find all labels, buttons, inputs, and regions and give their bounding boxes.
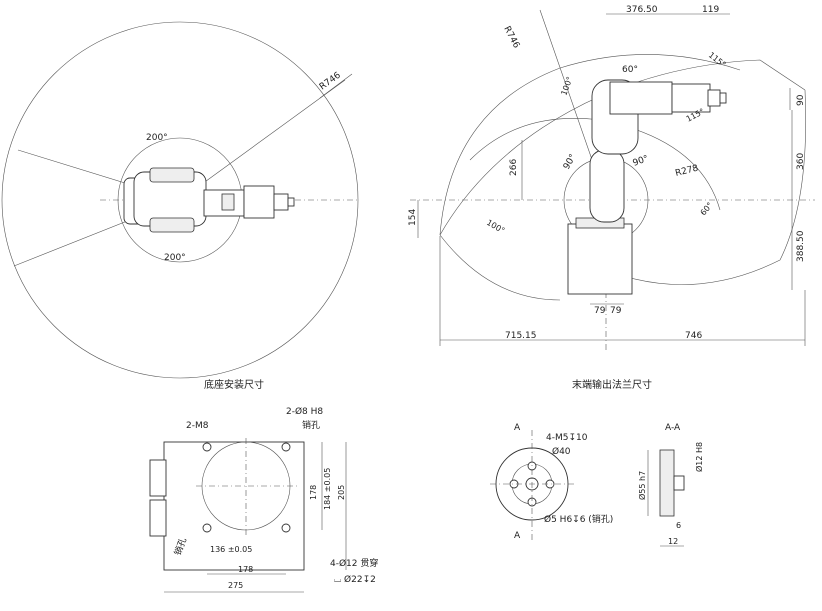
angle-label-lower: 200° bbox=[164, 253, 186, 263]
mount-hole-bl bbox=[202, 523, 212, 533]
base-136: 136 ±0.05 bbox=[210, 545, 252, 554]
title-flange: 末端输出法兰尺寸 bbox=[572, 378, 652, 391]
flange-d12: Ø12 H8 bbox=[694, 442, 704, 472]
section-spigot bbox=[673, 475, 685, 491]
base-178v: 178 bbox=[309, 485, 318, 500]
reach-envelope-lower bbox=[439, 234, 561, 301]
flange-view: A A 4-M5↧10 Ø40 Ø5 H6↧6 (销孔) A-A Ø55 h7 … bbox=[490, 423, 704, 547]
forearm-end-side bbox=[671, 83, 711, 113]
robot-top-outline bbox=[123, 167, 295, 233]
dim-90: 90 bbox=[796, 94, 806, 106]
flange-d40: Ø40 bbox=[552, 446, 571, 457]
dim-388: 388.50 bbox=[796, 230, 806, 262]
base-178h: 178 bbox=[238, 565, 253, 574]
side-radius-label: R746 bbox=[501, 25, 521, 51]
wrist-box bbox=[221, 193, 235, 211]
base-pin-label: 销孔 bbox=[302, 419, 320, 431]
flange-m5: 4-M5↧10 bbox=[546, 433, 588, 443]
forearm-end bbox=[243, 185, 275, 219]
dim-266: 266 bbox=[509, 159, 519, 176]
reach-envelope-outer bbox=[439, 59, 806, 236]
base-plate bbox=[163, 441, 305, 571]
dim-376: 376.50 bbox=[626, 5, 658, 15]
flange-side bbox=[707, 89, 721, 107]
tool-tip bbox=[287, 197, 295, 207]
base-184: 184 ±0.05 bbox=[323, 468, 332, 510]
dim-746: 746 bbox=[685, 331, 702, 341]
base-205: 205 bbox=[337, 485, 346, 500]
section-plate bbox=[659, 449, 675, 517]
dim-154: 154 bbox=[408, 209, 418, 226]
mount-hole-tr bbox=[281, 442, 291, 452]
flange-dim-6: 6 bbox=[676, 521, 681, 530]
mount-hole-br bbox=[281, 523, 291, 533]
dim-119: 119 bbox=[702, 5, 719, 15]
upper-arm bbox=[589, 149, 625, 223]
section-label: A-A bbox=[665, 423, 681, 433]
angle-90-left: 90° bbox=[562, 153, 579, 172]
angle-90-right: 90° bbox=[632, 154, 650, 169]
forearm-side bbox=[609, 81, 673, 115]
joint-cap-bottom bbox=[149, 217, 195, 233]
wrist-flange bbox=[273, 193, 289, 211]
angle-100-top: 100° bbox=[559, 75, 574, 96]
base-mount-view: 2-M8 2-Ø8 H8 销孔 178 184 ±0.05 205 136 ±0… bbox=[149, 406, 378, 593]
angle-60-low: 60° bbox=[699, 201, 715, 218]
side-base bbox=[567, 223, 633, 295]
joint-cap-top bbox=[149, 167, 195, 183]
base-pin: 2-Ø8 H8 bbox=[286, 406, 323, 417]
radius-label: R746 bbox=[318, 70, 343, 92]
angle-label-upper: 200° bbox=[146, 133, 168, 143]
flange-a-bottom: A bbox=[514, 531, 521, 541]
dim-79-left: 79 bbox=[594, 306, 606, 316]
top-view: R746 200° 200° bbox=[1, 21, 359, 379]
radius-line bbox=[179, 79, 346, 201]
base-m8: 2-M8 bbox=[186, 421, 209, 431]
angle-100-low: 100° bbox=[485, 218, 506, 235]
base-275: 275 bbox=[228, 581, 243, 590]
mount-hole-tl bbox=[202, 442, 212, 452]
dim-360: 360 bbox=[796, 153, 806, 170]
flange-d55: Ø55 h7 bbox=[637, 471, 647, 500]
side-view: R746 376.50 119 115° 60° 100° 115° 90 36… bbox=[408, 5, 815, 350]
reach-envelope-right bbox=[619, 89, 807, 285]
radius-278: R278 bbox=[674, 163, 699, 178]
robot-side-outline bbox=[567, 79, 727, 295]
flange-d5: Ø5 H6↧6 (销孔) bbox=[544, 513, 613, 525]
radius-arrow bbox=[319, 73, 353, 99]
reach-envelope-top bbox=[439, 54, 741, 236]
angle-115-top: 115° bbox=[707, 50, 728, 69]
dim-79-right: 79 bbox=[610, 306, 622, 316]
flange-a-top: A bbox=[514, 423, 521, 433]
title-base: 底座安装尺寸 bbox=[204, 378, 264, 391]
workspace-circle-outer bbox=[1, 21, 359, 379]
flange-dim-12: 12 bbox=[668, 537, 678, 546]
base-cable-conn-2 bbox=[149, 499, 167, 537]
tool-side bbox=[719, 92, 727, 104]
base-hole: 4-Ø12 贯穿 bbox=[330, 557, 378, 569]
base-counterbore: ⌴ Ø22↧2 bbox=[334, 574, 376, 585]
angle-60-top: 60° bbox=[622, 65, 638, 75]
dim-715: 715.15 bbox=[505, 331, 537, 341]
base-cable-conn-1 bbox=[149, 459, 167, 497]
